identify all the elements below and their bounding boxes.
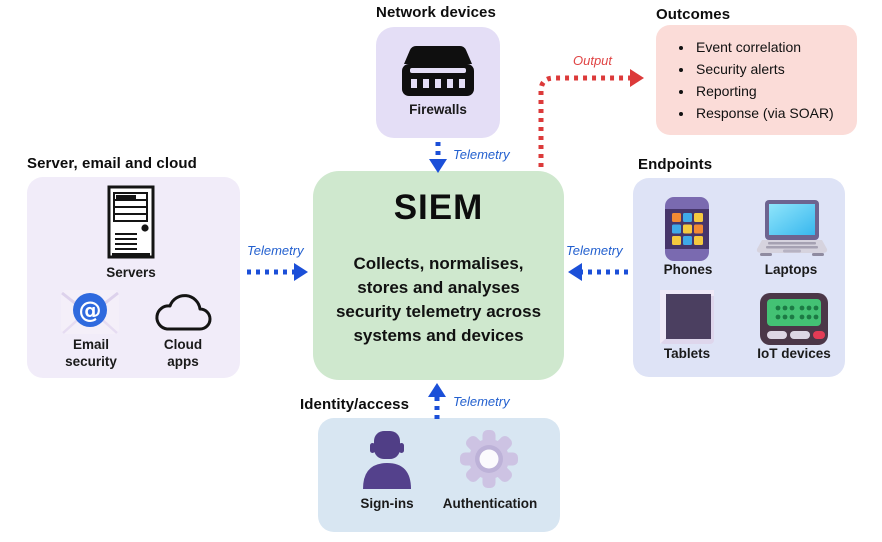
network-devices-title: Network devices [376, 4, 496, 21]
output-label: Output [573, 53, 613, 68]
phones-label: Phones [663, 262, 713, 277]
telemetry-label-endpoints: Telemetry [566, 243, 623, 258]
authentication-label: Authentication [442, 496, 538, 511]
telemetry-arrow-servers [247, 263, 308, 281]
email-security-label: Email security [65, 337, 117, 369]
outcome-item: Reporting [694, 80, 869, 102]
sign-ins-label: Sign-ins [360, 496, 414, 511]
server-icon [107, 185, 155, 259]
outcome-item: Security alerts [694, 58, 869, 80]
cloud-icon [155, 294, 212, 331]
outcome-item: Response (via SOAR) [694, 102, 869, 124]
outcomes-list: Event correlation Security alerts Report… [678, 36, 869, 124]
firewall-icon [402, 46, 474, 96]
gear-icon [460, 430, 518, 488]
telemetry-arrow-identity [428, 383, 446, 419]
siem-box [313, 171, 564, 380]
telemetry-arrow-endpoints [568, 263, 628, 281]
svg-text:@: @ [79, 298, 102, 324]
output-arrow [538, 69, 644, 167]
outcomes-title: Outcomes [656, 6, 731, 23]
phone-icon [665, 197, 709, 261]
telemetry-label-servers: Telemetry [247, 243, 304, 258]
outcome-item: Event correlation [694, 36, 869, 58]
cloud-apps-label: Cloud apps [163, 337, 203, 369]
firewalls-label: Firewalls [409, 102, 467, 117]
laptops-label: Laptops [764, 262, 818, 277]
identity-access-box [318, 418, 560, 532]
servers-label: Servers [106, 265, 156, 280]
person-icon [363, 431, 411, 489]
tablet-icon [660, 290, 714, 344]
laptop-icon [756, 200, 828, 256]
telemetry-label-network: Telemetry [453, 147, 510, 162]
telemetry-label-identity: Telemetry [453, 394, 510, 409]
iot-devices-label: IoT devices [757, 346, 831, 361]
server-email-cloud-title: Server, email and cloud [27, 155, 197, 172]
siem-description: Collects, normalises, stores and analyse… [335, 254, 542, 345]
siem-title: SIEM [393, 188, 484, 227]
endpoints-title: Endpoints [638, 156, 713, 173]
email-security-icon: @ [61, 290, 119, 334]
tablets-label: Tablets [663, 346, 711, 361]
identity-access-title: Identity/access [300, 396, 410, 413]
telemetry-arrow-network [429, 142, 447, 173]
iot-icon [760, 293, 828, 345]
outcomes-box [656, 25, 857, 135]
